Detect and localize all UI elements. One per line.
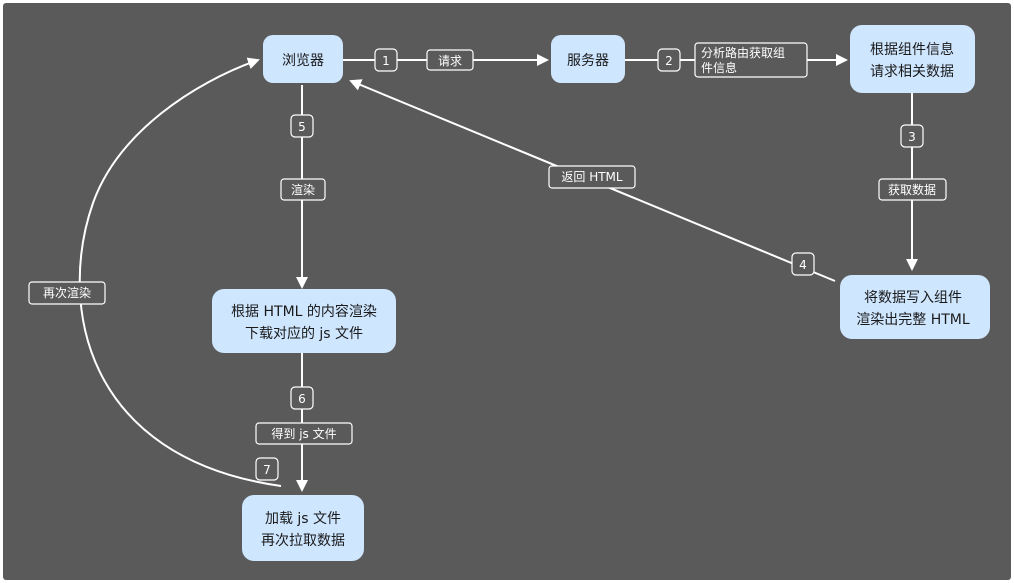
- step-badge-7: 7: [255, 457, 279, 481]
- step-badge-3-text: 3: [908, 130, 916, 144]
- edge-label-route: 分析路由获取组 件信息: [694, 42, 808, 78]
- edge-label-request: 请求: [426, 49, 474, 71]
- step-badge-6-text: 6: [298, 392, 306, 406]
- edge-label-route-line1: 分析路由获取组: [701, 45, 785, 60]
- node-fetch-data-line1: 根据组件信息: [870, 41, 954, 58]
- edge-label-get-js-text: 得到 js 文件: [271, 426, 336, 441]
- step-badge-7-text: 7: [263, 463, 271, 477]
- edge-label-return-html-text: 返回 HTML: [561, 170, 623, 184]
- step-badge-6: 6: [290, 386, 314, 410]
- edge-labels: 请求 分析路由获取组 件信息 获取数据 返回 HTML 渲染 得到 js 文件 …: [28, 42, 947, 445]
- edge-label-rerender: 再次渲染: [28, 281, 106, 305]
- edge-label-request-text: 请求: [438, 54, 462, 68]
- edge-label-render-text: 渲染: [291, 182, 315, 197]
- node-write-html-line2: 渲染出完整 HTML: [856, 312, 970, 328]
- node-server: 服务器: [551, 35, 625, 83]
- step-badge-3: 3: [900, 124, 924, 148]
- step-badge-4: 4: [791, 252, 815, 276]
- node-browser-text: 浏览器: [282, 53, 324, 69]
- step-badge-2: 2: [657, 48, 681, 72]
- step-badge-2-text: 2: [665, 54, 673, 68]
- edges: [78, 54, 918, 492]
- step-badge-1: 1: [374, 48, 398, 72]
- edge-label-get-js: 得到 js 文件: [255, 422, 353, 445]
- node-server-text: 服务器: [567, 53, 609, 69]
- flow-diagram: 浏览器 服务器 根据组件信息 请求相关数据 将数据写入组件 渲染出完整 HTML…: [28, 25, 990, 561]
- edge-label-return-html: 返回 HTML: [548, 165, 636, 189]
- node-render-html-line2: 下载对应的 js 文件: [245, 325, 363, 342]
- node-write-html: 将数据写入组件 渲染出完整 HTML: [840, 275, 990, 339]
- node-load-js-line1: 加载 js 文件: [265, 511, 341, 527]
- edge-label-route-line2: 件信息: [701, 60, 737, 75]
- diagram-canvas: 浏览器 服务器 根据组件信息 请求相关数据 将数据写入组件 渲染出完整 HTML…: [3, 3, 1011, 580]
- node-load-js-line2: 再次拉取数据: [261, 533, 345, 549]
- node-write-html-line1: 将数据写入组件: [864, 290, 962, 306]
- step-badge-5-text: 5: [298, 120, 306, 134]
- node-fetch-data-line2: 请求相关数据: [870, 64, 954, 80]
- edge-rerender-curve: [78, 57, 282, 487]
- edge-label-get-data: 获取数据: [878, 178, 947, 201]
- edge-label-rerender-text: 再次渲染: [43, 285, 91, 300]
- step-badge-5: 5: [290, 114, 314, 138]
- step-badge-4-text: 4: [799, 258, 807, 272]
- node-render-html: 根据 HTML 的内容渲染 下载对应的 js 文件: [212, 289, 396, 353]
- step-badges: 1 2 3 4 5 6 7: [255, 48, 924, 481]
- edge-label-get-data-text: 获取数据: [888, 182, 936, 197]
- node-render-html-line1: 根据 HTML 的内容渲染: [231, 303, 377, 320]
- node-load-js: 加载 js 文件 再次拉取数据: [242, 495, 364, 561]
- edge-label-render: 渲染: [280, 178, 326, 201]
- step-badge-1-text: 1: [382, 54, 390, 68]
- node-browser: 浏览器: [263, 35, 343, 83]
- node-fetch-data: 根据组件信息 请求相关数据: [850, 25, 975, 93]
